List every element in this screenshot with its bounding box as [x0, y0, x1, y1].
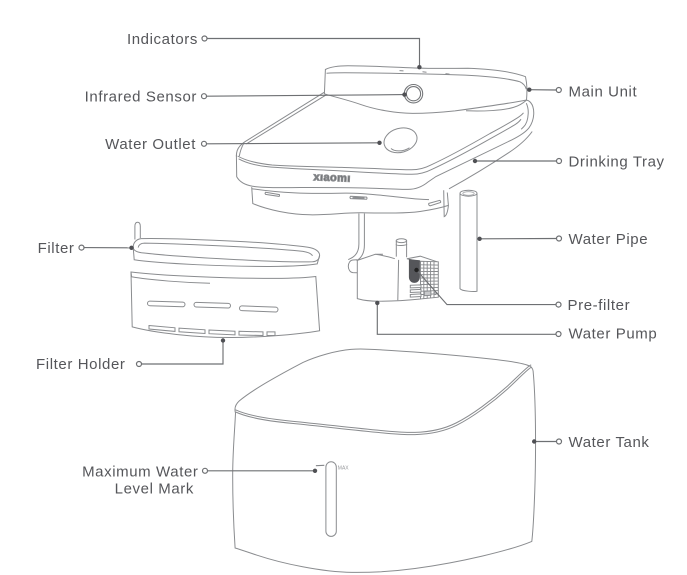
svg-text:Filter Holder: Filter Holder: [36, 356, 126, 373]
svg-text:MAX: MAX: [338, 465, 350, 471]
svg-text:Pre-filter: Pre-filter: [568, 297, 631, 314]
svg-text:Main Unit: Main Unit: [569, 83, 638, 100]
svg-text:Drinking Tray: Drinking Tray: [569, 153, 665, 170]
svg-text:Water Outlet: Water Outlet: [105, 136, 196, 153]
svg-text:Level Mark: Level Mark: [115, 480, 194, 497]
svg-text:Infrared Sensor: Infrared Sensor: [85, 89, 197, 106]
svg-text:xıaomı: xıaomı: [313, 171, 351, 185]
svg-text:Indicators: Indicators: [127, 31, 198, 48]
svg-text:Water Pipe: Water Pipe: [569, 231, 649, 248]
svg-text:Maximum Water: Maximum Water: [82, 463, 198, 480]
svg-text:Water Pump: Water Pump: [569, 325, 658, 342]
svg-text:Water Tank: Water Tank: [569, 434, 650, 451]
svg-text:Filter: Filter: [38, 240, 75, 257]
